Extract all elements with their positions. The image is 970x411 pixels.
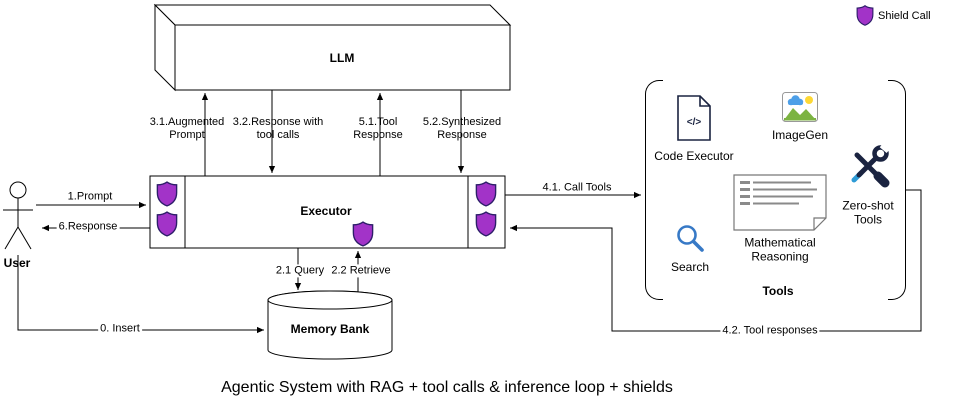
- user-figure: [3, 181, 33, 250]
- edge-label-response-with-tool-calls: 3.2.Response with tool calls: [232, 115, 324, 141]
- edge-label-augmented-prompt: 3.1.Augmented Prompt: [149, 115, 225, 141]
- crossed-tools-icon: [851, 140, 894, 188]
- edge-label-insert: 0. Insert: [98, 322, 142, 336]
- edge-label-call-tools: 4.1. Call Tools: [540, 181, 614, 195]
- shield-icon: [475, 211, 497, 237]
- shield-legend-icon: [856, 5, 874, 26]
- magnifier-icon: [677, 225, 704, 252]
- user-label: User: [3, 255, 31, 270]
- code-glyph: </>: [687, 117, 702, 128]
- memory-bank-node: [267, 290, 393, 360]
- formula-lines: [740, 181, 817, 205]
- shield-call-legend-label: Shield Call: [878, 10, 931, 22]
- tools-group-label: Tools: [762, 283, 794, 298]
- shield-icon: [156, 181, 178, 207]
- memory-bank-label: Memory Bank: [290, 321, 370, 336]
- diagram-title: Agentic System with RAG + tool calls & i…: [221, 379, 673, 396]
- edge-insert: [17, 255, 264, 334]
- edge-label-prompt: 1.Prompt: [67, 190, 113, 203]
- shield-icon: [156, 211, 178, 237]
- code-file-icon: </>: [677, 95, 711, 141]
- imagegen-icon: [782, 92, 818, 122]
- executor-node: [149, 175, 506, 249]
- tools-bracket-left: [645, 80, 663, 300]
- mathematical-reasoning-label: Mathematical Reasoning: [744, 235, 816, 264]
- math-document-icon: [733, 174, 827, 231]
- llm-node: [153, 3, 512, 92]
- shield-icon: [475, 181, 497, 207]
- search-label: Search: [670, 259, 710, 274]
- edge-label-tool-response: 5.1.Tool Response: [353, 115, 403, 141]
- edge-label-query: 2.1 Query: [273, 264, 327, 278]
- llm-label: LLM: [329, 50, 355, 65]
- edge-label-synthesized-response: 5.2.Synthesized Response: [422, 115, 502, 141]
- imagegen-label: ImageGen: [771, 127, 829, 142]
- zero-shot-tools-label: Zero-shot Tools: [842, 198, 894, 227]
- code-executor-label: Code Executor: [654, 148, 734, 163]
- edge-label-response: 6.Response: [56, 220, 120, 234]
- executor-label: Executor: [300, 203, 352, 218]
- shield-icon: [352, 221, 374, 247]
- edge-label-retrieve: 2.2 Retrieve: [329, 264, 393, 278]
- edge-label-tool-responses: 4.2. Tool responses: [720, 324, 820, 338]
